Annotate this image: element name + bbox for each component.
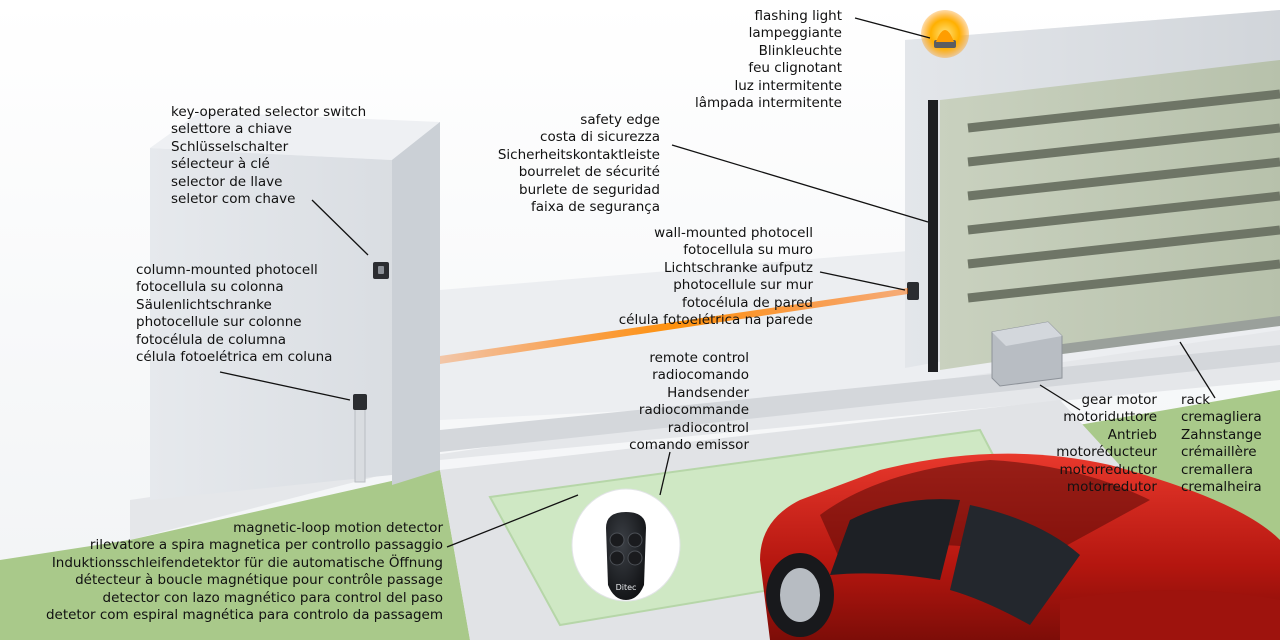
rack-bar (1000, 316, 1280, 362)
label-rack: rack cremagliera Zahnstange crémaillère … (1181, 392, 1262, 496)
label-wall-photocell: wall-mounted photocell fotocellula su mu… (619, 225, 813, 329)
label-line: motoréducteur (1056, 444, 1157, 461)
photocell-column-head (353, 394, 367, 410)
label-safety-edge: safety edge costa di sicurezza Sicherhei… (498, 112, 660, 216)
leader-lines (219, 17, 1216, 548)
label-line: selettore a chiave (171, 121, 292, 138)
label-line: Sicherheitskontaktleiste (497, 146, 660, 163)
label-line: remote control (649, 350, 749, 366)
label-magnetic-loop: magnetic-loop motion detector rilevatore… (46, 520, 443, 624)
label-line: radiocontrol (667, 419, 749, 436)
label-line: bourrelet de sécurité (518, 164, 660, 181)
label-line: cremalheira (1181, 479, 1262, 496)
label-line: fotocellula su colonna (136, 279, 284, 296)
label-gear-motor: gear motor motoriduttore Antrieb motoréd… (1056, 392, 1157, 496)
label-line: Induktionsschleifendetektor für die auto… (51, 554, 443, 571)
label-line: safety edge (580, 112, 660, 128)
label-line: detector con lazo magnético para control… (102, 589, 443, 606)
label-line: rilevatore a spira magnetica per control… (89, 537, 443, 554)
label-line: luz intermitente (734, 77, 842, 94)
label-flashing-light: flashing light lampeggiante Blinkleuchte… (695, 8, 842, 112)
label-line: gear motor (1081, 392, 1157, 408)
label-line: fotocélula de columna (136, 331, 287, 348)
photocell-wall-head (907, 282, 919, 300)
label-line: rack (1181, 392, 1211, 408)
column-top (150, 112, 440, 160)
label-line: Zahnstange (1181, 426, 1262, 443)
label-line: cremallera (1181, 461, 1254, 478)
label-line: photocellule sur mur (673, 277, 813, 294)
label-line: crémaillère (1181, 444, 1257, 461)
label-line: radiocommande (638, 402, 749, 419)
photocell-post (354, 397, 366, 483)
label-line: costa di sicurezza (540, 129, 660, 146)
label-line: Blinkleuchte (758, 42, 842, 59)
label-line: sélecteur à clé (171, 156, 270, 173)
label-line: feu clignotant (748, 60, 842, 77)
label-line: Lichtschranke aufputz (664, 259, 813, 276)
label-line: motorredutor (1066, 479, 1157, 496)
label-line: motorreductor (1059, 461, 1158, 478)
label-line: Antrieb (1107, 426, 1157, 443)
label-line: burlete de seguridad (519, 181, 660, 198)
label-key-selector: key-operated selector switch selettore a… (171, 104, 366, 208)
curb (440, 345, 1280, 452)
label-column-photocell: column-mounted photocell fotocellula su … (136, 262, 332, 366)
label-line: radiocomando (652, 367, 749, 384)
label-line: seletor com chave (171, 191, 296, 208)
column-side (392, 122, 440, 485)
label-line: photocellule sur colonne (136, 314, 302, 331)
lawn-left (0, 470, 470, 640)
label-line: célula fotoelétrica na parede (618, 312, 813, 329)
label-line: comando emissor (629, 437, 749, 454)
label-line: Schlüsselschalter (171, 138, 289, 155)
label-line: column-mounted photocell (136, 262, 318, 278)
label-line: detetor com espiral magnética para contr… (45, 607, 443, 624)
label-line: wall-mounted photocell (654, 225, 813, 241)
label-line: key-operated selector switch (171, 104, 367, 120)
label-line: Handsender (667, 384, 749, 401)
label-line: motoriduttore (1063, 409, 1157, 426)
car (760, 453, 1280, 640)
label-line: fotocélula de pared (681, 294, 813, 311)
label-line: célula fotoelétrica em coluna (136, 349, 333, 366)
label-line: flashing light (754, 8, 842, 24)
label-line: Säulenlichtschranke (136, 296, 272, 313)
label-line: lampeggiante (748, 25, 842, 42)
label-line: cremagliera (1181, 409, 1262, 426)
gate-slats (967, 89, 1280, 303)
remote-control: Ditec (571, 488, 681, 602)
safety-edge-strip (928, 100, 938, 372)
label-line: fotocellula su muro (683, 242, 813, 259)
label-line: magnetic-loop motion detector (233, 520, 443, 536)
flashing-light-dome (936, 30, 954, 42)
label-line: selector de llave (171, 173, 283, 190)
label-line: détecteur à boucle magnétique pour contr… (75, 572, 443, 589)
label-remote-control: remote control radiocomando Handsender r… (629, 350, 749, 454)
photocell-beam (440, 288, 908, 364)
remote-brand: Ditec (616, 583, 637, 592)
column-front (150, 122, 440, 500)
label-line: lâmpada intermitente (694, 95, 842, 112)
label-line: faixa de segurança (530, 199, 660, 216)
